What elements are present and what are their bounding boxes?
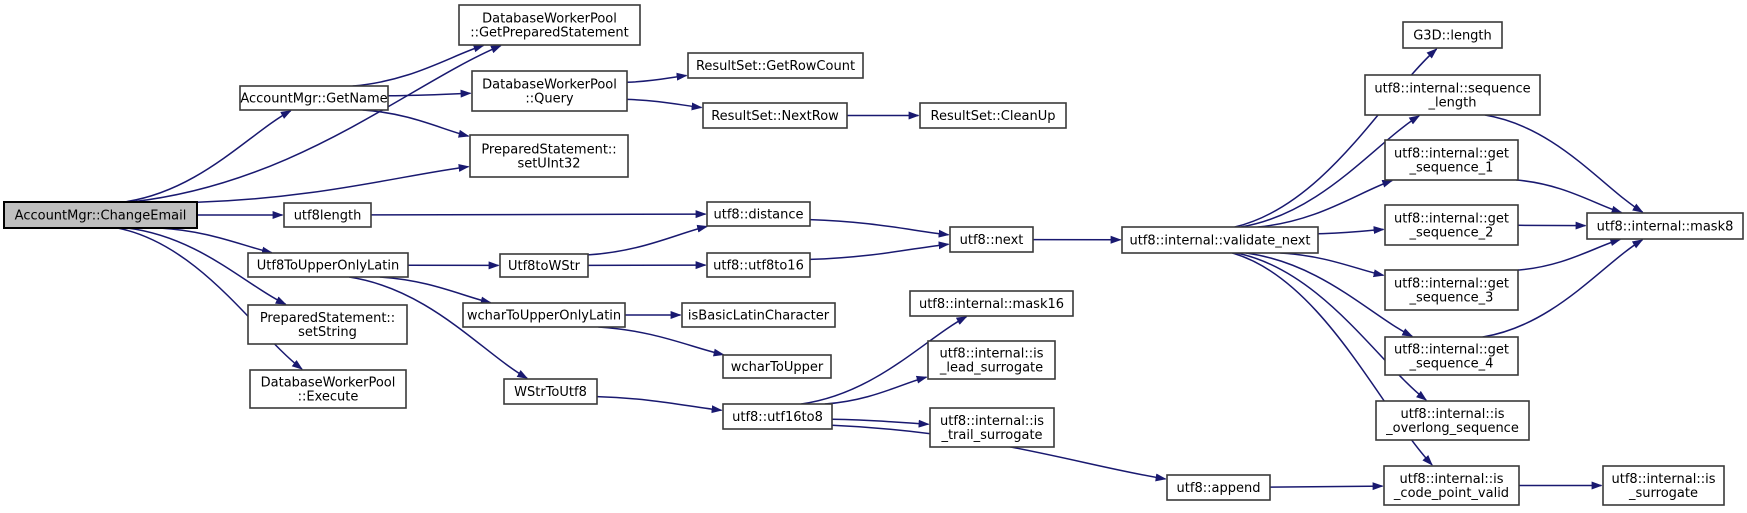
node-mask8[interactable]: utf8::internal::mask8 — [1586, 212, 1744, 240]
node-utf8ToUpper[interactable]: Utf8ToUpperOnlyLatin — [247, 252, 409, 278]
node-cleanUp[interactable]: ResultSet::CleanUp — [919, 102, 1067, 129]
node-next[interactable]: utf8::next — [949, 226, 1034, 253]
node-getSeq3[interactable]: utf8::internal::get_sequence_3 — [1384, 269, 1519, 311]
node-changeEmail: AccountMgr::ChangeEmail — [3, 201, 198, 229]
edge-changeEmail-setString — [127, 227, 287, 305]
node-utf8to16[interactable]: utf8::utf8to16 — [706, 252, 811, 278]
edge-query-getRowCount — [626, 72, 688, 84]
node-g3dLength[interactable]: G3D::length — [1402, 21, 1503, 49]
node-getName[interactable]: AccountMgr::GetName — [239, 85, 389, 111]
node-isOverlong[interactable]: utf8::internal::is_overlong_sequence — [1375, 400, 1530, 441]
node-getSeq1[interactable]: utf8::internal::get_sequence_1 — [1384, 139, 1519, 181]
edge-utf8length-distance — [370, 210, 707, 219]
node-validateNext[interactable]: utf8::internal::validate_next — [1121, 226, 1319, 254]
node-isBasicLatin[interactable]: isBasicLatinCharacter — [681, 302, 836, 328]
node-isSurrogate[interactable]: utf8::internal::is_surrogate — [1602, 465, 1725, 506]
edge-utf8toWStr-distance — [587, 224, 709, 256]
edge-changeEmail-setUInt32 — [196, 163, 470, 204]
edge-seqLength-mask8 — [1484, 114, 1644, 213]
node-execute[interactable]: DatabaseWorkerPool::Execute — [249, 369, 407, 409]
edge-distance-next — [809, 218, 950, 238]
edge-append-isCodePoint — [1269, 482, 1384, 491]
edge-getSeq4-mask8 — [1482, 239, 1644, 338]
edge-getName-query — [387, 89, 472, 98]
edge-utf16to8-mask16 — [801, 316, 968, 405]
node-getPrepStmt[interactable]: DatabaseWorkerPool::GetPreparedStatement — [458, 4, 641, 46]
edge-validateNext-isOverlong — [1236, 252, 1428, 401]
edge-getSeq3-mask8 — [1517, 238, 1622, 271]
edge-changeEmail-getPrepStmt — [131, 44, 502, 203]
edge-validateNext-getSeq2 — [1317, 226, 1385, 235]
edge-wcharOnly-wcharToUpper — [598, 326, 725, 357]
edge-changeEmail-utf8ToUpper — [159, 227, 273, 255]
node-utf16to8[interactable]: utf8::utf16to8 — [722, 403, 833, 430]
edge-utf16to8-isTrail — [831, 418, 930, 428]
node-getSeq2[interactable]: utf8::internal::get_sequence_2 — [1384, 204, 1519, 246]
edge-validateNext-g3dLength — [1234, 48, 1438, 228]
edge-validateNext-getSeq1 — [1257, 179, 1394, 228]
edge-utf8ToUpper-wstrToUtf8 — [348, 276, 529, 379]
edge-wstrToUtf8-utf16to8 — [596, 395, 723, 414]
node-utf8toWStr[interactable]: Utf8toWStr — [499, 253, 589, 278]
node-wstrToUtf8[interactable]: WStrToUtf8 — [503, 378, 598, 405]
edge-query-nextRow — [626, 98, 703, 111]
node-wcharOnly[interactable]: wcharToUpperOnlyLatin — [462, 302, 626, 328]
node-utf8length[interactable]: utf8length — [283, 202, 372, 228]
node-isTrail[interactable]: utf8::internal::is_trail_surrogate — [929, 407, 1055, 448]
node-wcharToUpper[interactable]: wcharToUpper — [722, 354, 832, 379]
node-query[interactable]: DatabaseWorkerPool::Query — [471, 70, 628, 112]
node-setString[interactable]: PreparedStatement::setString — [247, 304, 408, 345]
edge-validateNext-getSeq4 — [1245, 252, 1414, 337]
edge-utf16to8-append — [831, 424, 1167, 482]
edge-utf8ToUpper-wcharOnly — [379, 276, 492, 305]
edge-validateNext-getSeq3 — [1280, 252, 1385, 278]
edge-utf8to16-next — [809, 241, 950, 261]
node-seqLength[interactable]: utf8::internal::sequence_length — [1364, 74, 1541, 116]
node-append[interactable]: utf8::append — [1166, 474, 1271, 501]
edge-getSeq1-mask8 — [1516, 179, 1623, 214]
edge-changeEmail-execute — [117, 227, 303, 370]
edge-validateNext-seqLength — [1240, 115, 1421, 228]
edge-utf16to8-isLead — [824, 375, 928, 405]
node-isLead[interactable]: utf8::internal::is_lead_surrogate — [927, 340, 1056, 380]
node-setUInt32[interactable]: PreparedStatement::setUInt32 — [469, 134, 629, 178]
edge-changeEmail-getName — [124, 110, 292, 203]
node-nextRow[interactable]: ResultSet::NextRow — [702, 102, 848, 129]
node-distance[interactable]: utf8::distance — [706, 201, 811, 227]
edge-getName-getPrepStmt — [352, 44, 485, 87]
node-mask16[interactable]: utf8::internal::mask16 — [909, 290, 1074, 317]
node-getSeq4[interactable]: utf8::internal::get_sequence_4 — [1384, 336, 1519, 376]
node-isCodePoint[interactable]: utf8::internal::is_code_point_valid — [1383, 465, 1520, 506]
node-getRowCount[interactable]: ResultSet::GetRowCount — [687, 52, 864, 79]
edge-getName-setUInt32 — [362, 109, 470, 138]
